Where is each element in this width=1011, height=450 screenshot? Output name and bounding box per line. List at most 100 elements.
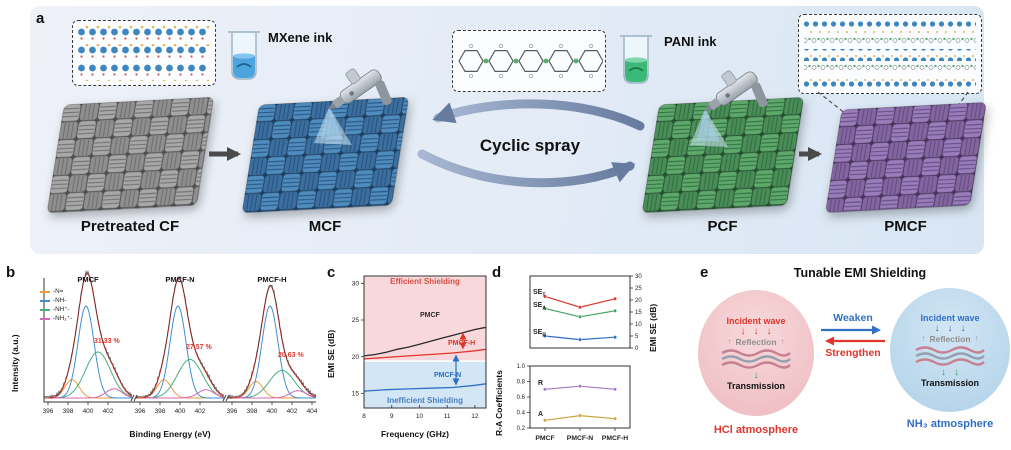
svg-text:396: 396: [43, 408, 54, 415]
svg-text:402: 402: [103, 408, 114, 415]
transmission-arrows: ↓: [753, 369, 759, 381]
up-arrow-icon: ↑: [921, 334, 926, 343]
nh3-bubble: Incident wave ↓ ↓ ↓ ↑ Reflection ↑ ↓ ↓ T…: [890, 288, 1010, 412]
pmcf-structure-box: [798, 14, 982, 94]
strengthen-label: Strengthen: [825, 347, 881, 359]
se-t-base: SE: [533, 289, 543, 296]
se-t-label: SET: [533, 289, 545, 298]
svg-text:0.4: 0.4: [517, 411, 526, 417]
hcl-bubble: Incident wave ↓ ↓ ↓ ↑ Reflection ↑ ↓ Tra…: [698, 290, 814, 416]
spray-gun-icon: [312, 48, 407, 148]
svg-text:0: 0: [635, 346, 639, 352]
legend-label: -NH-: [53, 297, 67, 304]
up-arrow-icon: ↑: [974, 334, 979, 343]
fabric-sketch: [915, 345, 985, 366]
mxene-beaker-icon: [228, 31, 260, 80]
svg-text:404: 404: [307, 408, 318, 415]
svg-text:20: 20: [635, 298, 642, 304]
inefficient-shielding-label: Inefficient Shielding: [386, 396, 463, 405]
transmission-label: Transmission: [726, 380, 786, 391]
pani-structure-box: [452, 30, 606, 92]
weaken-strengthen-block: Weaken Strengthen: [817, 312, 889, 359]
svg-text:25: 25: [635, 286, 642, 292]
svg-text:398: 398: [247, 408, 258, 415]
r-coefficient-label: R: [538, 380, 544, 387]
svg-text:402: 402: [195, 408, 206, 415]
se-a-base: SE: [533, 302, 543, 309]
pani-beaker-icon: [620, 35, 652, 84]
cyclic-arrows: [417, 99, 645, 188]
xps-group-title: PMCF-H: [257, 275, 287, 284]
pmcf-n-series-label: PMCF-N: [434, 372, 462, 379]
down-arrow-icon: ↓: [960, 322, 966, 334]
legend-label: -NH⁺-: [53, 306, 70, 313]
cyclic-spray-label: Cyclic spray: [479, 136, 581, 155]
svg-text:8: 8: [362, 413, 366, 420]
legend-swatch: [40, 299, 50, 302]
se-a-sub: A: [542, 305, 546, 312]
svg-text:25: 25: [352, 317, 360, 324]
svg-text:398: 398: [63, 408, 74, 415]
legend-label: -NH₂⁺-: [53, 315, 73, 322]
reflection-label: ↑ Reflection ↑: [921, 334, 978, 344]
xps-y-axis-label: Intensity (a.u.): [10, 334, 20, 392]
panel-c-label: c: [327, 264, 336, 281]
legend-swatch: [40, 308, 50, 311]
svg-text:9: 9: [390, 413, 394, 420]
legend-item: -NH₂⁺-: [40, 314, 72, 323]
se-r-label: SER: [533, 329, 546, 338]
svg-text:15: 15: [352, 391, 360, 398]
se-r-sub: R: [542, 332, 546, 339]
nh3-atmosphere-label: NH₃ atmosphere: [906, 418, 994, 430]
legend-swatch: [40, 290, 50, 293]
down-arrow-icon: ↓: [753, 369, 759, 381]
svg-text:30: 30: [635, 274, 642, 280]
a-coefficient-label: A: [538, 411, 544, 418]
down-arrow-icon: ↓: [740, 325, 746, 337]
tunable-emi-title: Tunable EMI Shielding: [793, 266, 927, 280]
svg-text:396: 396: [227, 408, 238, 415]
hcl-atmosphere-label: HCl atmosphere: [713, 424, 799, 436]
legend-item: -NH⁺-: [40, 305, 72, 314]
panel-d-label: d: [492, 264, 502, 281]
svg-text:15: 15: [635, 310, 642, 316]
panel-a-label: a: [36, 10, 45, 27]
svg-text:400: 400: [267, 408, 278, 415]
fabric-sketch: [721, 348, 791, 369]
strengthen-arrow-icon: [825, 336, 885, 346]
xps-group-title: PMCF: [77, 275, 99, 284]
sample-label-pcf: PCF: [707, 218, 738, 235]
down-arrow-icon: ↓: [954, 366, 959, 378]
svg-text:10: 10: [416, 413, 424, 420]
down-arrow-icon: ↓: [941, 366, 946, 378]
incident-arrows: ↓ ↓ ↓: [934, 322, 966, 334]
svg-text:10: 10: [635, 322, 642, 328]
pmcf-h-series-label: PMCF-H: [448, 340, 476, 347]
reflection-text: Reflection: [929, 333, 971, 344]
ra-left-axis-label: R-A Coefficients: [494, 370, 504, 436]
reflection-text: Reflection: [735, 336, 777, 347]
xps-x-axis-label: Binding Energy (eV): [129, 429, 211, 439]
transmission-arrows: ↓ ↓: [941, 366, 959, 378]
svg-text:396: 396: [135, 408, 146, 415]
mxene-structure-box: [72, 20, 216, 86]
svg-text:20: 20: [352, 354, 360, 361]
layered-structure: [804, 21, 976, 89]
legend-swatch: [40, 317, 50, 320]
svg-text:5: 5: [635, 334, 639, 340]
fabric-pretreated-cf: [45, 96, 215, 219]
down-arrow-icon: ↓: [947, 322, 953, 334]
pani-chain: [458, 44, 603, 78]
panel-e-label: e: [700, 264, 709, 281]
down-arrow-icon: ↓: [934, 322, 940, 334]
pani-ink-label: PANI ink: [664, 34, 717, 49]
svg-text:0.2: 0.2: [517, 426, 526, 432]
svg-text:398: 398: [155, 408, 166, 415]
svg-text:1.0: 1.0: [517, 364, 526, 370]
se-right-axis-label: EMI SE (dB): [648, 303, 658, 352]
panel-b-label: b: [6, 264, 16, 281]
xps-percent: 31.33 %: [94, 338, 120, 345]
